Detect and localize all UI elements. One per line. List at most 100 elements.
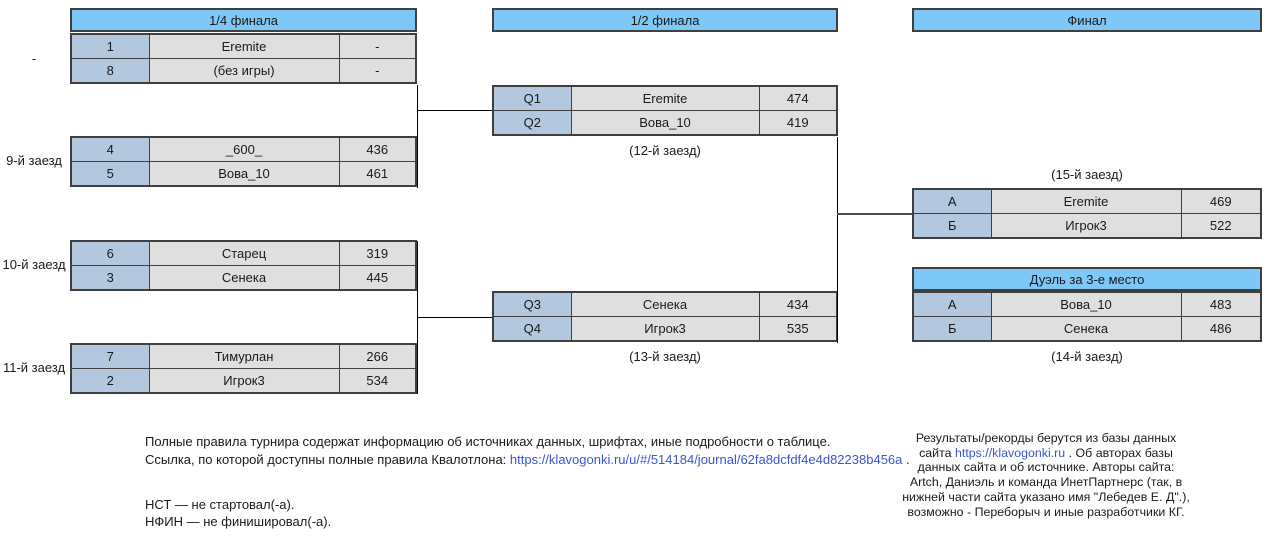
score-cell: 461 [338,161,417,187]
sf-table-2: Q3 Сенека 434 Q4 Игрок3 535 [492,291,838,342]
player-cell: Eremite [148,33,340,59]
table-row: 3 Сенека 445 [70,265,417,291]
score-cell: 486 [1180,316,1262,342]
footnote-line: Ссылка, по которой доступны полные прави… [145,451,910,469]
seed-cell: 8 [70,58,150,84]
connector-vertical-sf1 [417,85,418,188]
race-label-qf3: 10-й заезд [2,257,66,272]
player-cell: Тимурлан [148,343,340,369]
seed-cell: 1 [70,33,150,59]
table-row: Q1 Eremite 474 [492,85,838,111]
table-row: 7 Тимурлан 266 [70,343,417,369]
player-cell: Игрок3 [148,368,340,394]
rules-link[interactable]: https://klavogonki.ru/u/#/514184/journal… [509,451,903,467]
player-cell: Вова_10 [990,291,1182,317]
seed-cell: 7 [70,343,150,369]
footnote-text: . Об авторах базы данных сайта и об исто… [902,445,1190,519]
score-cell: - [338,58,417,84]
final-table: А Eremite 469 Б Игрок3 522 [912,188,1262,239]
abbreviations-footnote: НСТ — не стартовал(-а). НФИН — не финиши… [145,497,331,530]
score-cell: 522 [1180,213,1262,239]
sf-race-caption-1: (12-й заезд) [629,143,701,158]
score-cell: 445 [338,265,417,291]
seed-cell: 6 [70,240,150,266]
player-cell: Вова_10 [570,110,760,136]
seed-cell: Q3 [492,291,572,317]
score-cell: 419 [758,110,838,136]
table-row: Б Игрок3 522 [912,213,1262,239]
player-cell: Вова_10 [148,161,340,187]
semifinal-header: 1/2 финала [492,8,838,32]
race-label-qf2: 9-й заезд [6,153,62,168]
race-label-qf4: 11-й заезд [2,360,66,375]
player-cell: Eremite [570,85,760,111]
table-row: А Eremite 469 [912,188,1262,214]
qf-table-1: 1 Eremite - 8 (без игры) - [70,33,417,84]
score-cell: 474 [758,85,838,111]
footnote-line: Полные правила турнира содержат информац… [145,434,831,449]
table-row: 5 Вова_10 461 [70,161,417,187]
klavogonki-link[interactable]: https://klavogonki.ru [954,445,1066,460]
connector-horizontal-sf1 [417,110,492,111]
score-cell: 534 [338,368,417,394]
table-row: 8 (без игры) - [70,58,417,84]
footnote-line: НСТ — не стартовал(-а). [145,497,295,512]
sf-race-caption-2: (13-й заезд) [629,349,701,364]
seed-cell: 2 [70,368,150,394]
table-row: Q2 Вова_10 419 [492,110,838,136]
player-cell: Сенека [570,291,760,317]
sources-footnote: Результаты/рекорды берутся из базы данны… [900,431,1192,519]
footnote-text: . [902,451,910,467]
connector-horizontal-final [837,213,912,215]
player-cell: Сенека [148,265,340,291]
table-row: 6 Старец 319 [70,240,417,266]
table-row: Q4 Игрок3 535 [492,316,838,342]
player-cell: Игрок3 [570,316,760,342]
seed-cell: Q4 [492,316,572,342]
seed-cell: 5 [70,161,150,187]
seed-cell: 3 [70,265,150,291]
footnote-text: Ссылка, по которой доступны полные прави… [145,451,510,467]
player-cell: _600_ [148,136,340,162]
score-cell: 483 [1180,291,1262,317]
third-place-header: Дуэль за 3-е место [912,267,1262,291]
third-place-table: А Вова_10 483 Б Сенека 486 [912,291,1262,342]
rules-footnote: Полные правила турнира содержат информац… [145,433,910,468]
final-header: Финал [912,8,1262,32]
player-cell: Старец [148,240,340,266]
score-cell: 434 [758,291,838,317]
footnote-line: НФИН — не финишировал(-а). [145,513,332,529]
connector-vertical-final [837,137,838,343]
final-race-caption: (15-й заезд) [1051,167,1123,182]
quarterfinal-header: 1/4 финала [70,8,417,32]
seed-cell: Б [912,213,992,239]
player-cell: Игрок3 [990,213,1182,239]
seed-cell: Q1 [492,85,572,111]
seed-cell: 4 [70,136,150,162]
score-cell: 436 [338,136,417,162]
score-cell: 266 [338,343,417,369]
third-place-race-caption: (14-й заезд) [1051,349,1123,364]
score-cell: 469 [1180,188,1262,214]
table-row: 4 _600_ 436 [70,136,417,162]
player-cell: Сенека [990,316,1182,342]
sf-table-1: Q1 Eremite 474 Q2 Вова_10 419 [492,85,838,136]
seed-cell: Q2 [492,110,572,136]
score-cell: - [338,33,417,59]
player-cell: (без игры) [148,58,340,84]
seed-cell: А [912,291,992,317]
score-cell: 319 [338,240,417,266]
score-cell: 535 [758,316,838,342]
connector-horizontal-sf2 [417,317,492,318]
qf-table-3: 6 Старец 319 3 Сенека 445 [70,240,417,291]
table-row: А Вова_10 483 [912,291,1262,317]
player-cell: Eremite [990,188,1182,214]
qf-table-2: 4 _600_ 436 5 Вова_10 461 [70,136,417,187]
table-row: 1 Eremite - [70,33,417,59]
footnote-text: Результаты/рекорды берутся из базы данны… [915,431,1177,460]
table-row: Б Сенека 486 [912,316,1262,342]
seed-cell: А [912,188,992,214]
race-label-qf1: - [31,51,37,66]
table-row: Q3 Сенека 434 [492,291,838,317]
